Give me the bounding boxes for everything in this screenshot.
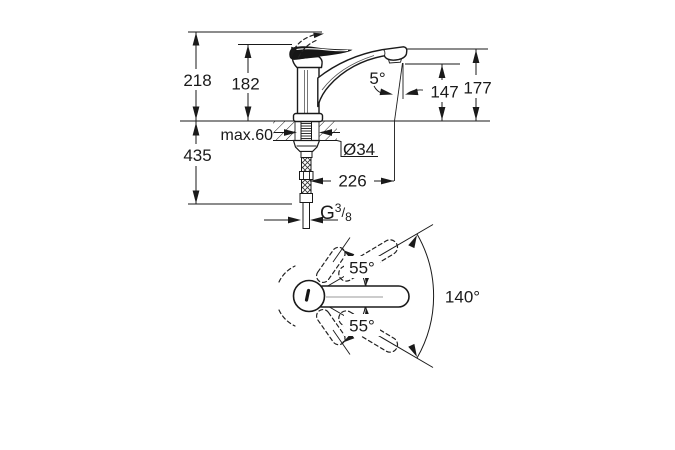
- lever-motion-ghost: [288, 30, 325, 59]
- lever-handle: [289, 46, 353, 60]
- mounting-shank: [292, 120, 321, 229]
- label-mounting-max: max.60: [221, 127, 274, 144]
- swivel-range: [325, 224, 435, 368]
- faucet-body: [288, 30, 408, 181]
- lever-dome: [292, 279, 326, 313]
- spout: [317, 46, 408, 108]
- label-backgrounds: [178, 69, 497, 190]
- label-stream-angle: 5°: [369, 69, 385, 88]
- label-handle-height: 182: [231, 75, 259, 94]
- side-view: 218 182 435 max.60 Ø34 226 5° 147 177 G3…: [178, 30, 497, 229]
- label-bg: [344, 314, 380, 336]
- dimension-labels: 218 182 435 max.60 Ø34 226 5° 147 177 G3…: [183, 69, 491, 224]
- label-hole-diameter: Ø34: [343, 140, 375, 159]
- label-bg: [344, 256, 380, 278]
- label-total-height: 218: [183, 71, 211, 90]
- angle-labels: 55° 55° 140°: [349, 259, 480, 336]
- label-projection: 226: [338, 172, 366, 191]
- spout-outlet: [388, 58, 402, 64]
- label-lever-angle-down: 55°: [349, 317, 375, 336]
- label-spout-height: 177: [463, 79, 491, 98]
- top-view: 55° 55° 140°: [278, 224, 480, 368]
- label-swivel-range: 140°: [445, 288, 480, 307]
- label-lever-angle-up: 55°: [349, 259, 375, 278]
- label-thread-size: G3/8: [320, 201, 352, 224]
- faucet-top-view: [292, 279, 410, 313]
- label-outlet-height: 147: [430, 83, 458, 102]
- lever-pivot-mark: [304, 288, 311, 302]
- label-below-counter: 435: [183, 146, 211, 165]
